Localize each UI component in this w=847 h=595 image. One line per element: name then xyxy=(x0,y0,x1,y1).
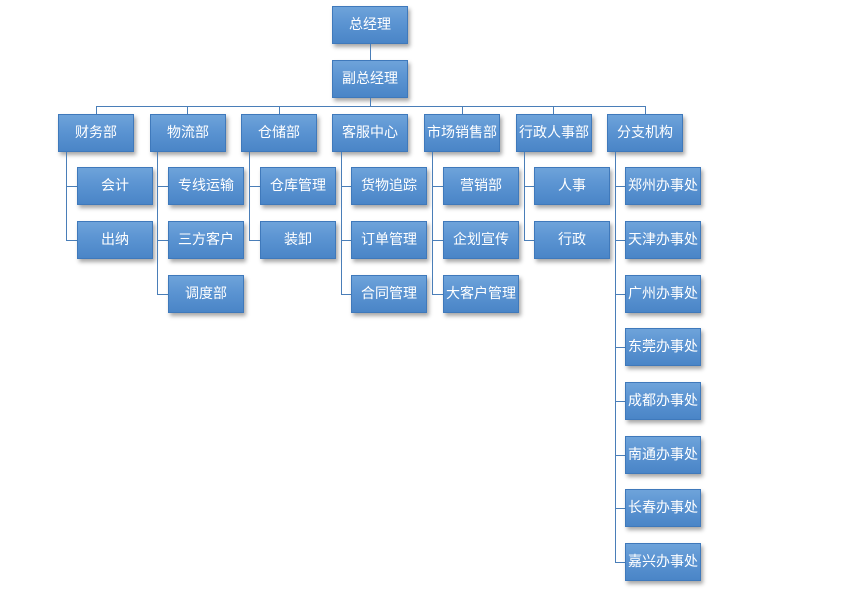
connector xyxy=(553,106,554,114)
connector xyxy=(615,294,625,295)
connector xyxy=(66,240,77,241)
connector xyxy=(249,152,250,240)
node-jiaxing-office[interactable]: 嘉兴办事处 xyxy=(625,543,701,581)
connector xyxy=(249,186,260,187)
connector xyxy=(432,186,443,187)
node-guangzhou-office[interactable]: 广州办事处 xyxy=(625,275,701,313)
connector xyxy=(341,294,351,295)
node-planning-promotion[interactable]: 企划宣传 xyxy=(443,221,519,259)
node-dispatch[interactable]: 调度部 xyxy=(168,275,244,313)
node-cargo-tracking[interactable]: 货物追踪 xyxy=(351,167,427,205)
node-deputy-general-manager[interactable]: 副总经理 xyxy=(332,60,408,98)
connector xyxy=(157,294,168,295)
node-dedicated-transport[interactable]: 专线运输 xyxy=(168,167,244,205)
connector xyxy=(615,186,625,187)
connector xyxy=(615,455,625,456)
connector xyxy=(187,106,188,114)
node-warehouse-dept[interactable]: 仓储部 xyxy=(241,114,317,152)
connector xyxy=(370,98,371,106)
connector xyxy=(341,186,351,187)
node-finance-dept[interactable]: 财务部 xyxy=(58,114,134,152)
node-administration[interactable]: 行政 xyxy=(534,221,610,259)
node-nantong-office[interactable]: 南通办事处 xyxy=(625,436,701,474)
connector xyxy=(615,508,625,509)
connector xyxy=(249,240,260,241)
connector xyxy=(157,186,168,187)
connector xyxy=(432,152,433,294)
connector xyxy=(645,106,646,114)
connector xyxy=(66,152,67,240)
connector xyxy=(524,186,534,187)
connector xyxy=(615,401,625,402)
node-tianjin-office[interactable]: 天津办事处 xyxy=(625,221,701,259)
connector xyxy=(432,294,443,295)
connector xyxy=(615,562,625,563)
node-warehouse-management[interactable]: 仓库管理 xyxy=(260,167,336,205)
node-personnel[interactable]: 人事 xyxy=(534,167,610,205)
connector xyxy=(341,152,342,294)
node-key-accounts[interactable]: 大客户管理 xyxy=(443,275,519,313)
connector xyxy=(615,152,616,562)
node-dongguan-office[interactable]: 东莞办事处 xyxy=(625,328,701,366)
node-changchun-office[interactable]: 长春办事处 xyxy=(625,489,701,527)
node-hr-admin-dept[interactable]: 行政人事部 xyxy=(516,114,592,152)
node-order-management[interactable]: 订单管理 xyxy=(351,221,427,259)
connector xyxy=(524,152,525,240)
connector xyxy=(341,240,351,241)
node-chengdu-office[interactable]: 成都办事处 xyxy=(625,382,701,420)
connector-horizontal-bus xyxy=(96,106,645,107)
connector xyxy=(524,240,534,241)
node-branches[interactable]: 分支机构 xyxy=(607,114,683,152)
connector xyxy=(615,240,625,241)
connector xyxy=(157,152,158,294)
connector xyxy=(157,240,168,241)
node-logistics-dept[interactable]: 物流部 xyxy=(150,114,226,152)
node-customer-service[interactable]: 客服中心 xyxy=(332,114,408,152)
node-general-manager[interactable]: 总经理 xyxy=(332,6,408,44)
node-cashier[interactable]: 出纳 xyxy=(77,221,153,259)
node-third-party-clients[interactable]: 三方客户 xyxy=(168,221,244,259)
node-zhengzhou-office[interactable]: 郑州办事处 xyxy=(625,167,701,205)
node-marketing[interactable]: 营销部 xyxy=(443,167,519,205)
connector xyxy=(432,240,443,241)
node-accounting[interactable]: 会计 xyxy=(77,167,153,205)
node-loading-unloading[interactable]: 装卸 xyxy=(260,221,336,259)
node-contract-management[interactable]: 合同管理 xyxy=(351,275,427,313)
connector xyxy=(462,106,463,114)
connector xyxy=(615,347,625,348)
connector xyxy=(96,106,97,114)
connector xyxy=(66,186,77,187)
connector xyxy=(279,106,280,114)
node-sales-dept[interactable]: 市场销售部 xyxy=(424,114,500,152)
connector xyxy=(370,44,371,60)
